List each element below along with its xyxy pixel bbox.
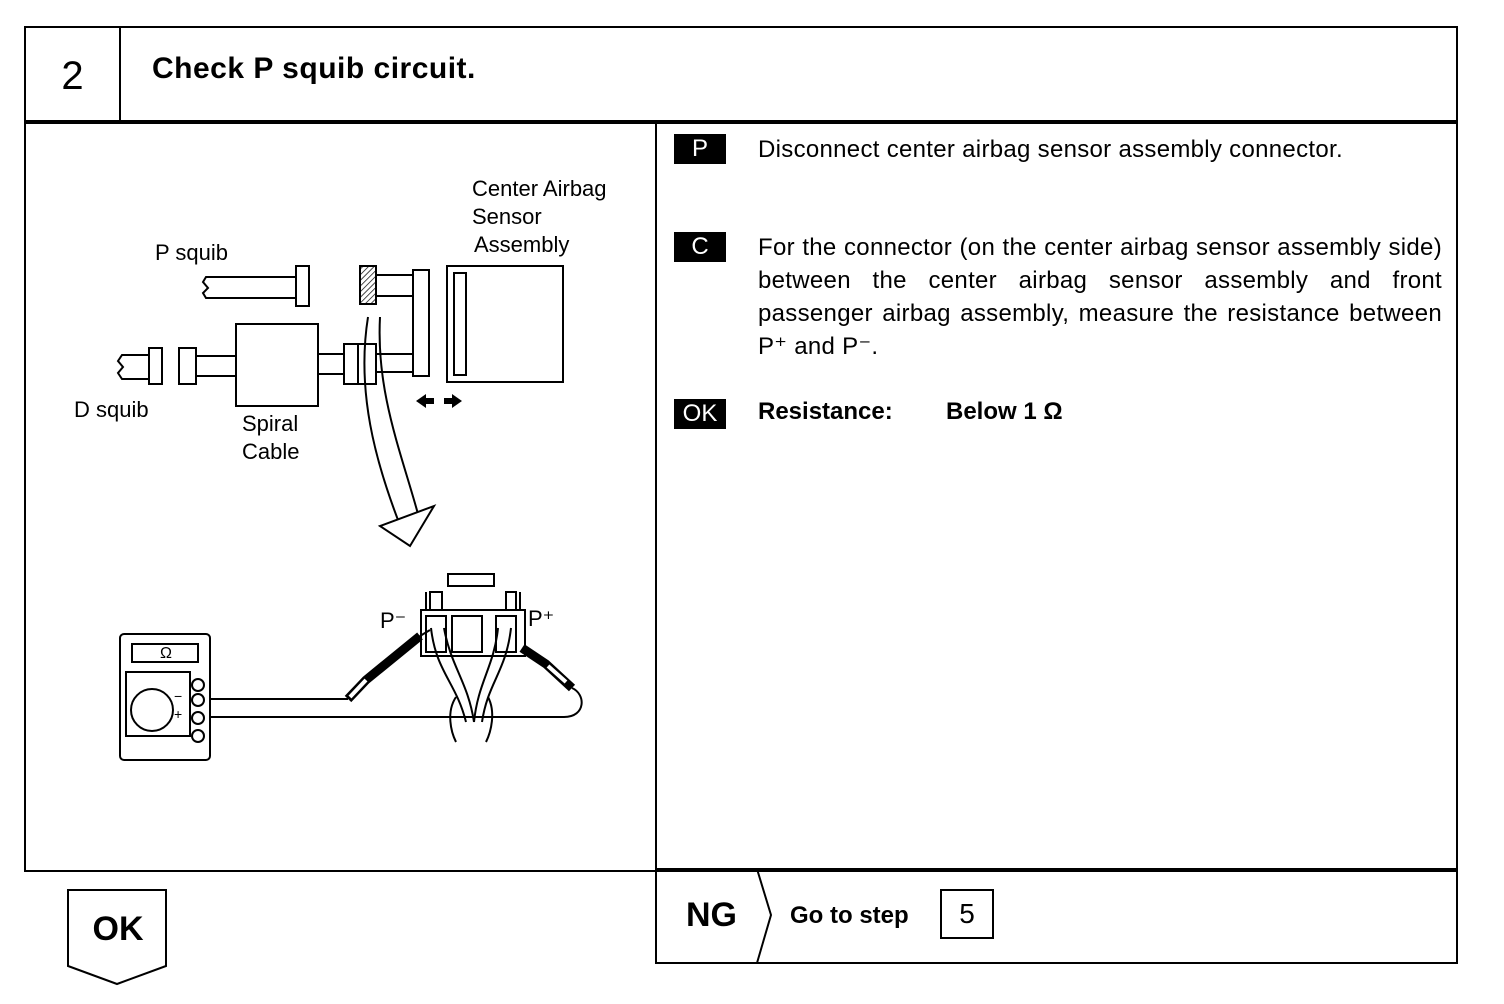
badge-c: C [674, 232, 726, 262]
badge-p: P [674, 134, 726, 164]
lead-plus [206, 687, 583, 718]
step-title: Check P squib circuit. [152, 52, 476, 85]
label-p-squib: P squib [155, 240, 228, 265]
content-box [24, 120, 1458, 872]
center-airbag-sensor-assembly [376, 265, 564, 383]
circuit-diagram [116, 265, 583, 761]
multimeter [119, 633, 211, 761]
label-center-airbag-1: Center Airbag [472, 176, 607, 201]
ng-action-text: Go to step [790, 902, 909, 929]
probe-minus [344, 629, 431, 703]
label-p-minus: P⁻ [380, 608, 407, 633]
p-squib-connector [201, 265, 310, 307]
meter-minus-label: − [174, 688, 183, 704]
column-divider [655, 120, 657, 962]
instruction-disconnect: Disconnect center airbag sensor assembly… [758, 136, 1343, 163]
spiral-connector [318, 343, 413, 385]
hatched-connector [359, 265, 377, 305]
meter-plus-label: + [174, 706, 183, 722]
label-p-plus: P⁺ [528, 606, 555, 631]
spiral-cable [235, 323, 319, 407]
disconnect-arrow-icon [416, 394, 462, 408]
label-cable: Cable [242, 439, 300, 464]
label-d-squib: D squib [74, 397, 149, 422]
probe-plus [519, 644, 576, 692]
step-number: 2 [26, 28, 121, 124]
label-spiral: Spiral [242, 411, 299, 436]
curved-arrow-icon [363, 316, 437, 548]
connector-closeup [420, 573, 526, 743]
badge-ok: OK [674, 399, 726, 429]
instruction-measure: For the connector (on the center airbag … [758, 234, 1442, 360]
spec-label: Resistance: [758, 398, 893, 425]
meter-ohm-symbol: Ω [160, 645, 172, 662]
ok-result-shape [67, 889, 167, 986]
step-header [24, 26, 1458, 124]
ng-result-box [655, 868, 1458, 964]
d-squib-connector [116, 347, 236, 385]
label-center-airbag-2: Sensor [472, 204, 542, 229]
ng-step-box: 5 [940, 889, 994, 939]
ng-result-label: NG [686, 896, 737, 934]
label-center-airbag-3: Assembly [474, 232, 570, 257]
spec-value: Below 1 Ω [946, 398, 1063, 425]
ok-result-label: OK [92, 910, 144, 948]
